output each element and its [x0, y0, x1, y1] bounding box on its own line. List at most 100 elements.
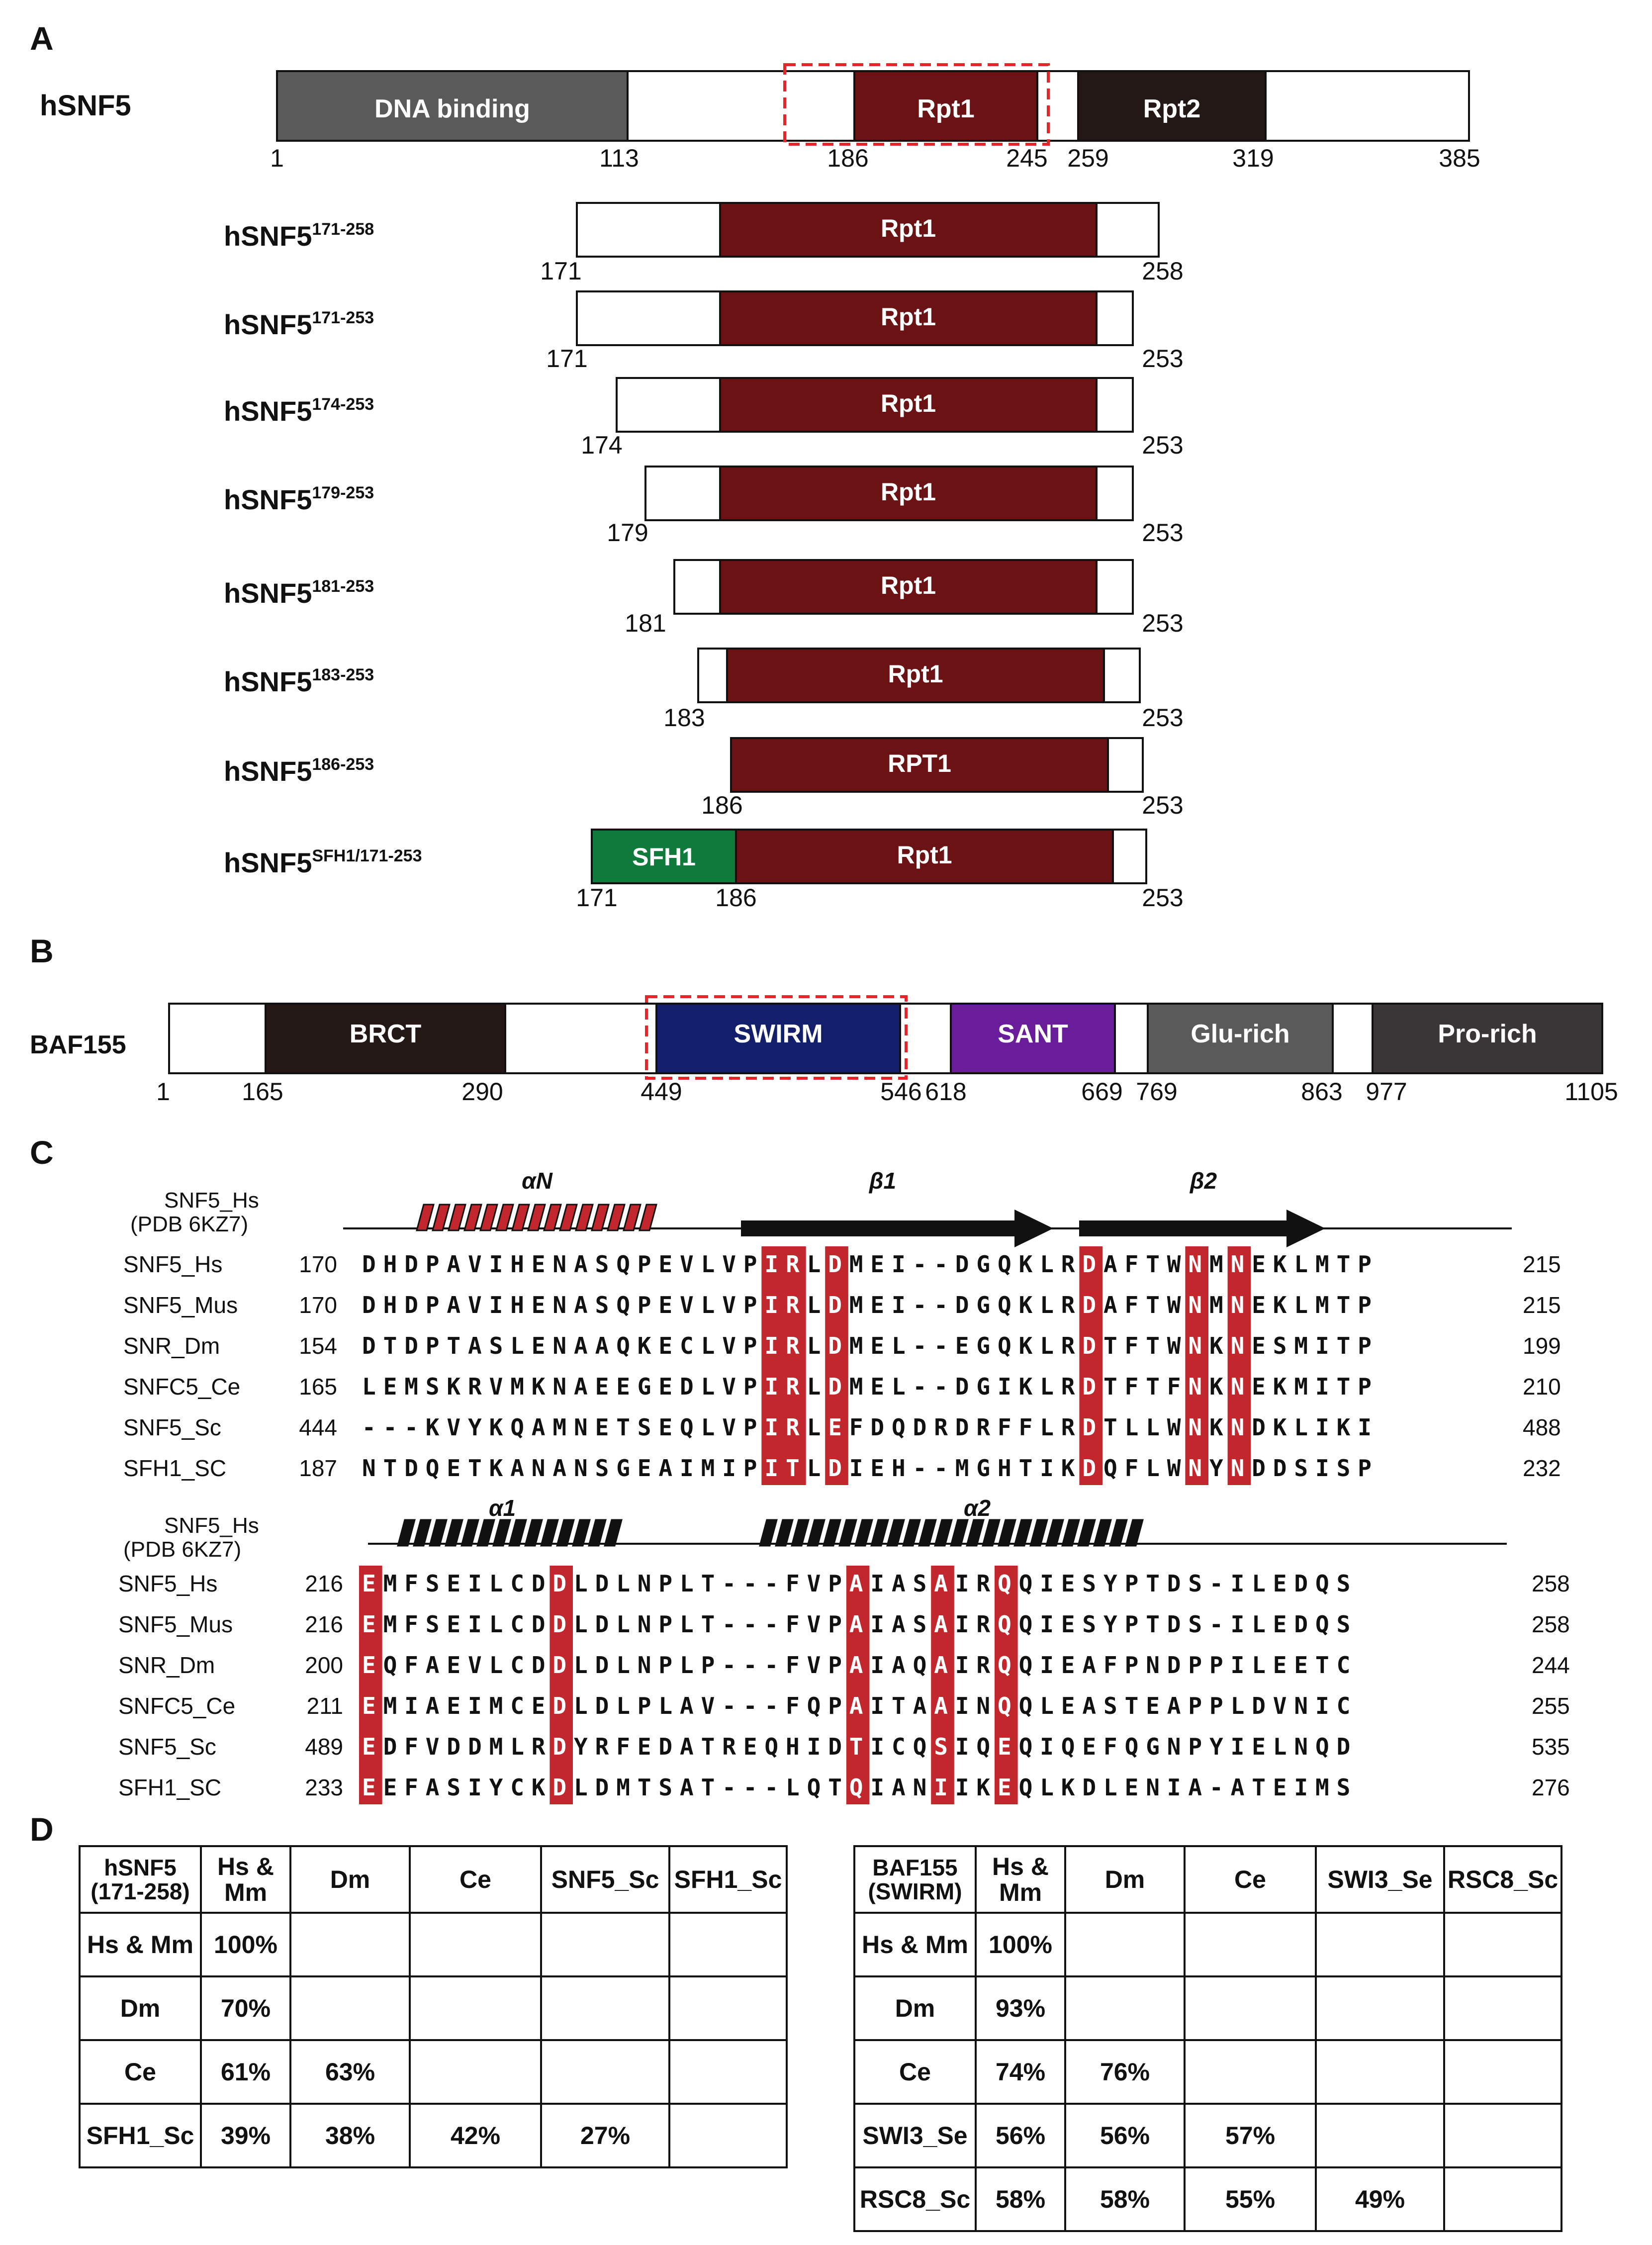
helix-segment: [918, 1519, 937, 1547]
hsnf5-tick-1: 1: [270, 144, 284, 172]
seq-name-1-0: SNF5_Hs: [118, 1571, 217, 1596]
conserved-column-0-39: [1185, 1246, 1208, 1485]
helix-segment: [623, 1204, 642, 1231]
alpha-helix-1-1: [759, 1519, 1144, 1547]
sfh1-domain: [591, 829, 737, 884]
ss-label-0-1: β1: [869, 1168, 896, 1194]
construct-domain-label-6: RPT1: [888, 749, 951, 777]
header-cell: Ce: [1184, 1845, 1317, 1914]
construct-end-2: 253: [1142, 431, 1183, 459]
alpha-helix-0-0: [416, 1204, 657, 1231]
helix-segment: [886, 1519, 905, 1547]
hsnf5-tick-385: 385: [1439, 144, 1480, 172]
construct-domain-label-1: Rpt1: [881, 303, 936, 331]
beta-strand-arrow-1: [741, 1210, 1053, 1247]
value-cell: [409, 1975, 542, 2041]
helix-segment: [1077, 1519, 1096, 1547]
seq-end-0-4: 488: [1523, 1414, 1561, 1440]
construct-rpt1-7: [735, 829, 1114, 884]
construct-domain-label-2: Rpt1: [881, 389, 936, 417]
helix-segment: [838, 1519, 857, 1547]
seq-end-0-0: 215: [1523, 1251, 1561, 1277]
helix-segment: [413, 1519, 432, 1547]
construct-end-7: 253: [1142, 884, 1183, 912]
panel-label-a: A: [30, 20, 54, 57]
value-cell: 57%: [1184, 2103, 1317, 2168]
seq-end-1-0: 258: [1532, 1571, 1570, 1596]
helix-segment: [559, 1204, 578, 1231]
helix-segment: [543, 1204, 562, 1231]
construct-rpt1-0: [719, 202, 1098, 258]
construct-domain-label-3: Rpt1: [881, 478, 936, 506]
ref-label-pdb-0: (PDB 6KZ7): [130, 1212, 248, 1236]
baf155-tick-863: 863: [1301, 1078, 1342, 1106]
construct-label-3: hSNF5179-253: [224, 483, 374, 515]
value-cell: [409, 1912, 542, 1977]
value-cell: 49%: [1315, 2166, 1445, 2232]
seq-end-1-5: 276: [1532, 1775, 1570, 1800]
value-cell: 38%: [289, 2103, 411, 2168]
construct-start-7: 171: [576, 884, 617, 912]
seq-name-0-1: SNF5_Mus: [123, 1292, 238, 1318]
row-label-cell: Ce: [853, 2039, 977, 2105]
helix-segment: [759, 1519, 778, 1547]
construct-start-5: 183: [663, 704, 705, 732]
value-cell: 56%: [1064, 2103, 1186, 2168]
value-cell: 56%: [975, 2103, 1066, 2168]
helix-segment: [902, 1519, 921, 1547]
baf155-domain-sant: [950, 1003, 1116, 1074]
alpha-helix-1-0: [397, 1519, 623, 1547]
baf155-tick-290: 290: [461, 1078, 503, 1106]
value-cell: 93%: [975, 1975, 1066, 2041]
seq-start-1-1: 216: [305, 1611, 343, 1637]
construct-start-6: 186: [701, 791, 742, 819]
row-label-cell: Dm: [853, 1975, 977, 2041]
helix-segment: [429, 1519, 448, 1547]
helix-segment: [572, 1519, 591, 1547]
seq-name-1-4: SNF5_Sc: [118, 1734, 216, 1760]
seq-end-0-1: 215: [1523, 1292, 1561, 1318]
baf155-domain-pro-rich: [1372, 1003, 1603, 1074]
helix-segment: [463, 1204, 482, 1231]
seq-start-1-0: 216: [305, 1571, 343, 1596]
value-cell: [1184, 1912, 1317, 1977]
header-cell: Ce: [409, 1845, 542, 1914]
seq-end-1-1: 258: [1532, 1611, 1570, 1637]
hsnf5-tick-245: 245: [1006, 144, 1047, 172]
construct-end-3: 253: [1142, 519, 1183, 547]
value-cell: [1315, 1912, 1445, 1977]
ref-label-1: SNF5_Hs: [164, 1513, 259, 1538]
row-label-cell: SWI3_Se: [853, 2103, 977, 2168]
value-cell: [1064, 1912, 1186, 1977]
seq-end-1-3: 255: [1532, 1693, 1570, 1719]
helix-segment: [966, 1519, 985, 1547]
seq-start-1-2: 200: [305, 1652, 343, 1678]
helix-segment: [588, 1519, 607, 1547]
rpt1-highlight-box: [783, 63, 1050, 146]
domain-label-2: Rpt2: [1143, 94, 1201, 123]
construct-start-1: 171: [546, 345, 587, 373]
helix-segment: [445, 1519, 463, 1547]
seq-start-1-3: 211: [307, 1693, 343, 1719]
hsnf5-label: hSNF5: [40, 90, 131, 122]
helix-segment: [591, 1204, 610, 1231]
construct-domain-label-5: Rpt1: [888, 660, 943, 688]
row-label-cell: Ce: [79, 2039, 202, 2105]
helix-segment: [639, 1204, 657, 1231]
conserved-column-1-23: [846, 1566, 870, 1804]
construct-label-1: hSNF5171-253: [224, 308, 374, 340]
value-cell: [540, 2039, 670, 2105]
seq-name-1-5: SFH1_SC: [118, 1775, 221, 1800]
construct-start-4: 181: [625, 609, 666, 637]
